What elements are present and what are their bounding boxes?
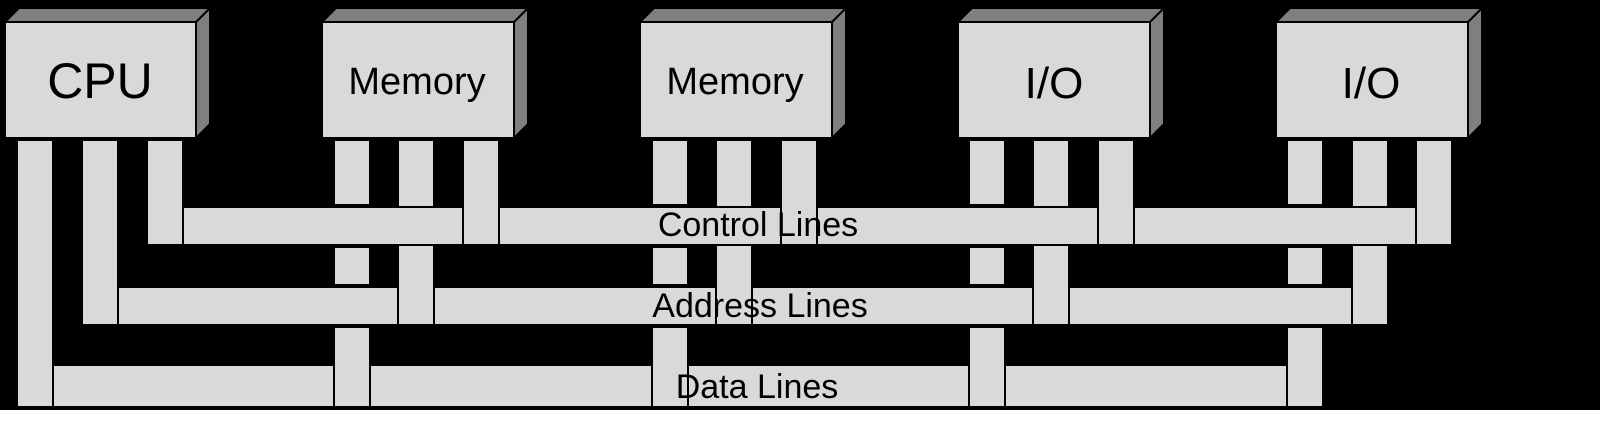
io2-data-connector [1286, 326, 1324, 408]
data-lines-label: Data Lines [676, 368, 839, 406]
io2-box-side [1467, 5, 1483, 141]
control-bus [146, 139, 1454, 246]
io1-data-stub-upper [968, 139, 1006, 206]
memory1-data-stub-mid [333, 246, 371, 286]
memory1-data-stub-upper [333, 139, 371, 206]
memory1-label: Memory [348, 61, 485, 103]
memory2-data-stub-mid [651, 246, 689, 286]
io2-data-stub-mid [1286, 246, 1324, 286]
io1-control-connector [1097, 139, 1135, 246]
memory2-control-connector [780, 139, 818, 246]
io1-box-side [1149, 5, 1165, 141]
component-memory-1: Memory [319, 5, 531, 141]
memory1-control-connector [462, 139, 500, 246]
memory1-box-side [513, 5, 529, 141]
memory2-box-top [637, 7, 849, 23]
io2-box-top [1273, 7, 1485, 23]
cpu-data-connector [16, 139, 54, 408]
io1-data-connector [968, 326, 1006, 408]
address-lines-label: Address Lines [652, 287, 867, 325]
memory1-box-face [321, 21, 515, 139]
io2-control-connector [1415, 139, 1453, 246]
component-io-1: I/O [955, 5, 1167, 141]
data-bus [16, 139, 1324, 408]
io2-data-stub-upper [1286, 139, 1324, 206]
cpu-box-face [4, 21, 197, 139]
connector-stubs [333, 139, 1324, 286]
component-memory-2: Memory [637, 5, 849, 141]
cpu-control-connector [146, 139, 184, 246]
cpu-address-connector [81, 139, 119, 326]
cpu-box-top [2, 7, 213, 23]
memory2-data-connector [651, 326, 689, 408]
io1-label: I/O [1025, 59, 1084, 108]
component-cpu: CPU [2, 5, 213, 141]
memory1-box-top [319, 7, 531, 23]
memory1-data-connector [333, 326, 371, 408]
io1-box-top [955, 7, 1167, 23]
io1-box-face [957, 21, 1151, 139]
memory2-box-side [831, 5, 847, 141]
component-io-2: I/O [1273, 5, 1485, 141]
control-lines-label: Control Lines [658, 206, 858, 244]
io2-box-face [1275, 21, 1469, 139]
cpu-box-side [195, 5, 211, 141]
memory2-label: Memory [666, 61, 803, 103]
io1-data-stub-mid [968, 246, 1006, 286]
io2-label: I/O [1342, 59, 1401, 108]
memory2-box-face [639, 21, 833, 139]
memory2-data-stub-upper [651, 139, 689, 206]
cpu-label: CPU [47, 53, 153, 109]
